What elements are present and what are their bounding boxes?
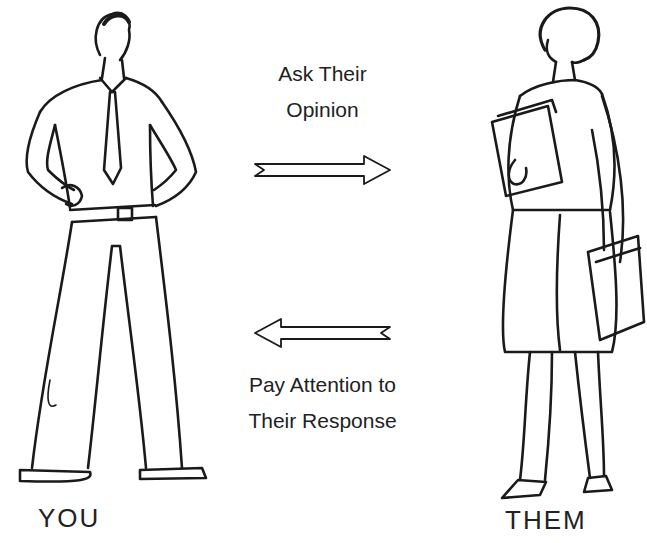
woman-folder <box>492 100 562 196</box>
woman-figure <box>492 8 644 498</box>
man-hair <box>104 15 129 24</box>
figure-node: THEM <box>390 0 647 543</box>
man-figure <box>20 13 206 482</box>
man-shoulders <box>40 78 162 112</box>
woman-right-arm <box>592 96 623 262</box>
woman-hair <box>540 8 598 60</box>
man-belt <box>70 205 156 222</box>
woman-shoes <box>502 476 612 498</box>
arrow-label: Ask Their Opinion <box>253 56 393 128</box>
man-tie <box>104 92 121 184</box>
figure-label: THEM <box>505 505 587 535</box>
woman-folder-hand <box>509 160 527 184</box>
arrow-label: Pay Attention to Their Response <box>233 367 413 439</box>
man-neck <box>102 58 124 78</box>
block-arrow <box>255 319 390 347</box>
block-arrow <box>255 156 390 184</box>
woman-face <box>547 40 584 63</box>
man-right-arm <box>150 102 196 206</box>
man-pant-crease <box>48 380 56 406</box>
man-buckle <box>118 208 132 220</box>
man-torso <box>55 125 153 208</box>
figure-label: YOU <box>38 503 100 533</box>
man-left-hand <box>62 185 82 206</box>
figure-node: YOU <box>0 0 255 543</box>
man-pants <box>32 217 182 468</box>
man-shoes <box>20 468 206 482</box>
woman-skirt <box>503 210 617 352</box>
woman-legs <box>520 352 604 480</box>
man-collar <box>100 78 126 92</box>
man-head <box>96 13 130 60</box>
woman-shoulders <box>520 80 602 96</box>
